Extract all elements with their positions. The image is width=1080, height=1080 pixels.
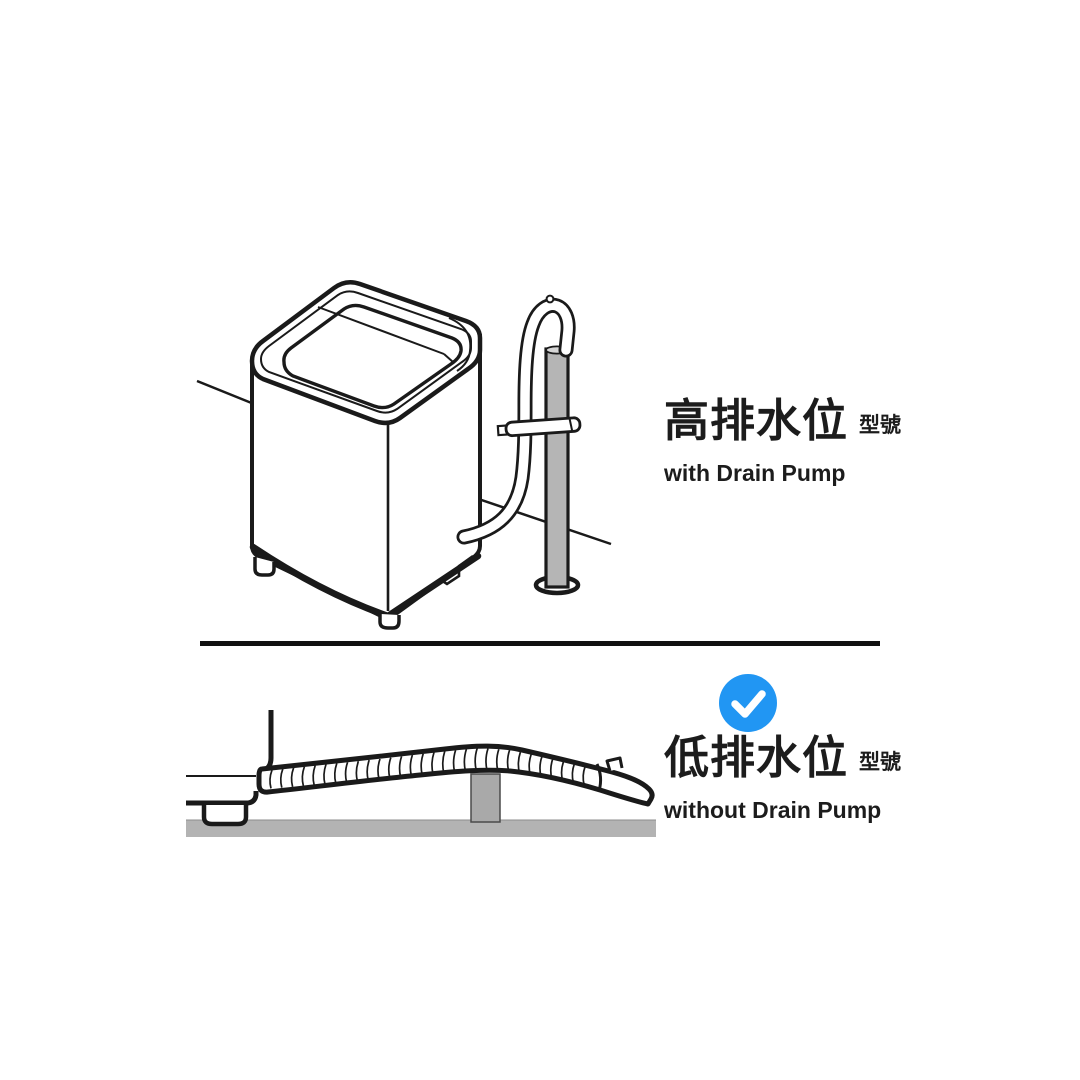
high-drain-subtitle: with Drain Pump: [664, 460, 846, 486]
wall-line-left: [196, 379, 255, 406]
standpipe: [533, 345, 581, 596]
low-drain-subtitle: without Drain Pump: [664, 797, 882, 823]
high-drain-illustration: [196, 279, 612, 630]
floor-strip: [186, 820, 656, 837]
washer-base-corner: [186, 710, 274, 827]
high-drain-title: 高排水位: [664, 395, 849, 446]
washer-lid: [282, 303, 463, 410]
drain-hose-high: [456, 294, 576, 545]
hose-clip: [605, 756, 624, 772]
washer-foot: [201, 805, 249, 827]
washer-foot-front: [378, 614, 401, 630]
low-drain-illustration: [186, 710, 656, 837]
washing-machine: [249, 279, 483, 630]
hose-clamp: [496, 416, 582, 438]
selected-check-badge: [719, 674, 777, 732]
low-drain-title: 低排水位: [664, 732, 849, 783]
check-icon: [731, 690, 766, 718]
low-drain-label: 低排水位 型號 without Drain Pump: [664, 735, 901, 824]
hook-screw: [545, 294, 555, 304]
hose-nozzle: [595, 763, 603, 792]
section-divider: [200, 641, 880, 646]
support-block: [470, 773, 501, 823]
washer-foot-left: [253, 557, 276, 577]
high-drain-label: 高排水位 型號 with Drain Pump: [664, 398, 901, 487]
high-drain-suffix: 型號: [859, 414, 902, 437]
low-drain-suffix: 型號: [859, 751, 902, 774]
drain-hose-low: [256, 743, 655, 807]
hose-ribs: [269, 747, 586, 789]
